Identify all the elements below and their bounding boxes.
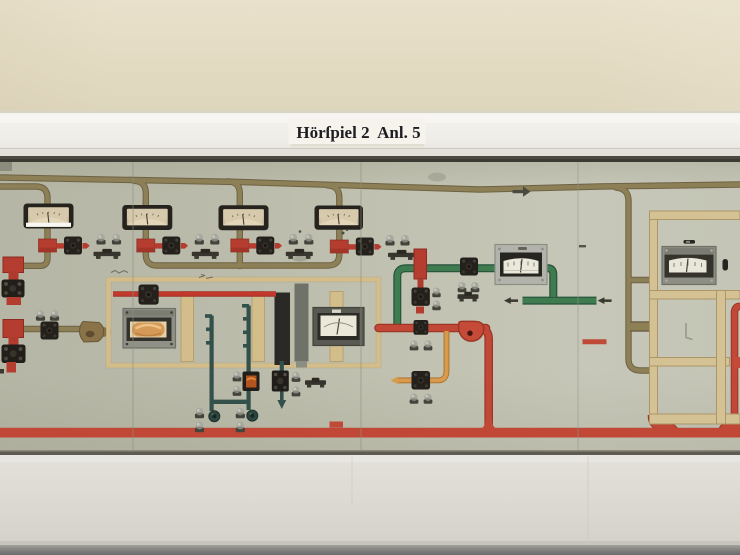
svg-text:Hörſpiel 2 Anl. 5: Hörſpiel 2 Anl. 5	[296, 123, 420, 142]
